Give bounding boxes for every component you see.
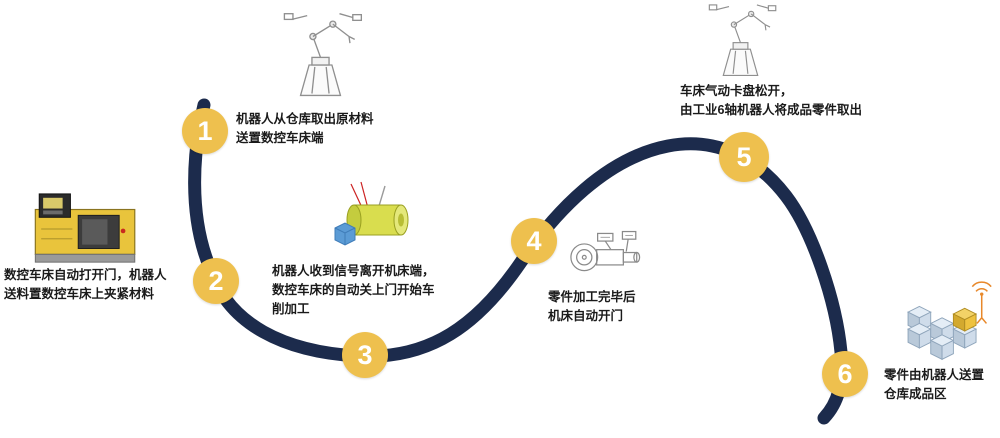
step-4-label: 零件加工完毕后 机床自动开门 xyxy=(548,290,636,323)
cnc-lathe-icon xyxy=(32,190,142,268)
step-1-number: 1 xyxy=(197,115,213,146)
step-6-number: 6 xyxy=(837,358,853,389)
step-4-number: 4 xyxy=(526,225,542,256)
robot-arm-icon xyxy=(693,0,788,82)
step-5-label: 车床气动卡盘松开， 由工业6轴机器人将成品零件取出 xyxy=(680,84,862,117)
step-3-number: 3 xyxy=(357,339,373,370)
step-1-label: 机器人从仓库取出原材料 送置数控车床端 xyxy=(236,112,374,145)
machined-part-icon xyxy=(563,222,658,284)
step-3-marker: 3 xyxy=(342,332,388,378)
step-6-marker: 6 xyxy=(822,351,868,397)
step-5-marker: 5 xyxy=(719,132,769,182)
step-5-number: 5 xyxy=(736,141,752,172)
step-2-number: 2 xyxy=(208,265,224,296)
step-6-label: 零件由机器人送置 仓库成品区 xyxy=(884,368,985,401)
workpiece-cylinder-icon xyxy=(328,180,420,255)
robot-arm-icon xyxy=(268,8,373,103)
warehouse-boxes-icon xyxy=(888,280,998,365)
step-2-label: 数控车床自动打开门，机器人 送料置数控车床上夹紧材料 xyxy=(4,268,167,301)
step-1-marker: 1 xyxy=(182,108,228,154)
step-2-marker: 2 xyxy=(193,258,239,304)
step-3-label: 机器人收到信号离开机床端， 数控车床的自动关上门开始车 削加工 xyxy=(272,264,435,316)
step-4-marker: 4 xyxy=(511,218,557,264)
